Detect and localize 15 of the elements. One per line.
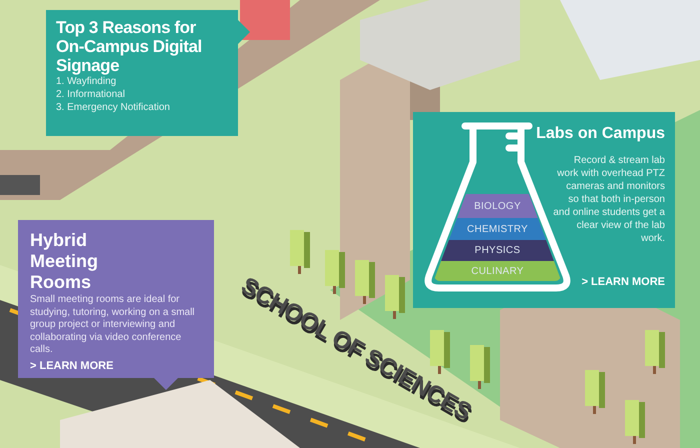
- learn-more-link: > LEARN MORE: [582, 275, 665, 290]
- list-item: 1. Wayfinding: [56, 75, 118, 88]
- callout-box: [413, 112, 675, 308]
- callout-text: Record & stream lab work with overhead PTZ cameras and monitors so that both in-person and online students get a clear view of the lab work.: [553, 154, 665, 245]
- callout-title: Hybrid Meeting Rooms: [30, 230, 100, 293]
- callout-title: Labs on Campus: [536, 124, 665, 144]
- flask-layer: BIOLOGY: [457, 194, 538, 218]
- callout-text: Small meeting rooms are ideal for studying, tutoring, working on a small group project or interviewing and collaborating via video conference calls.: [30, 294, 196, 356]
- learn-more-link: > LEARN MORE: [30, 358, 114, 374]
- list-item: 3. Emergency Notification: [56, 101, 171, 114]
- flask-layer: CULINARY: [434, 261, 562, 281]
- callout-title: Top 3 Reasons for On-Campus Digital Signage: [56, 18, 203, 75]
- list-item: 2. Informational: [56, 88, 126, 101]
- flask-layer: CHEMISTRY: [448, 218, 546, 240]
- flask-layer: PHYSICS: [441, 240, 554, 261]
